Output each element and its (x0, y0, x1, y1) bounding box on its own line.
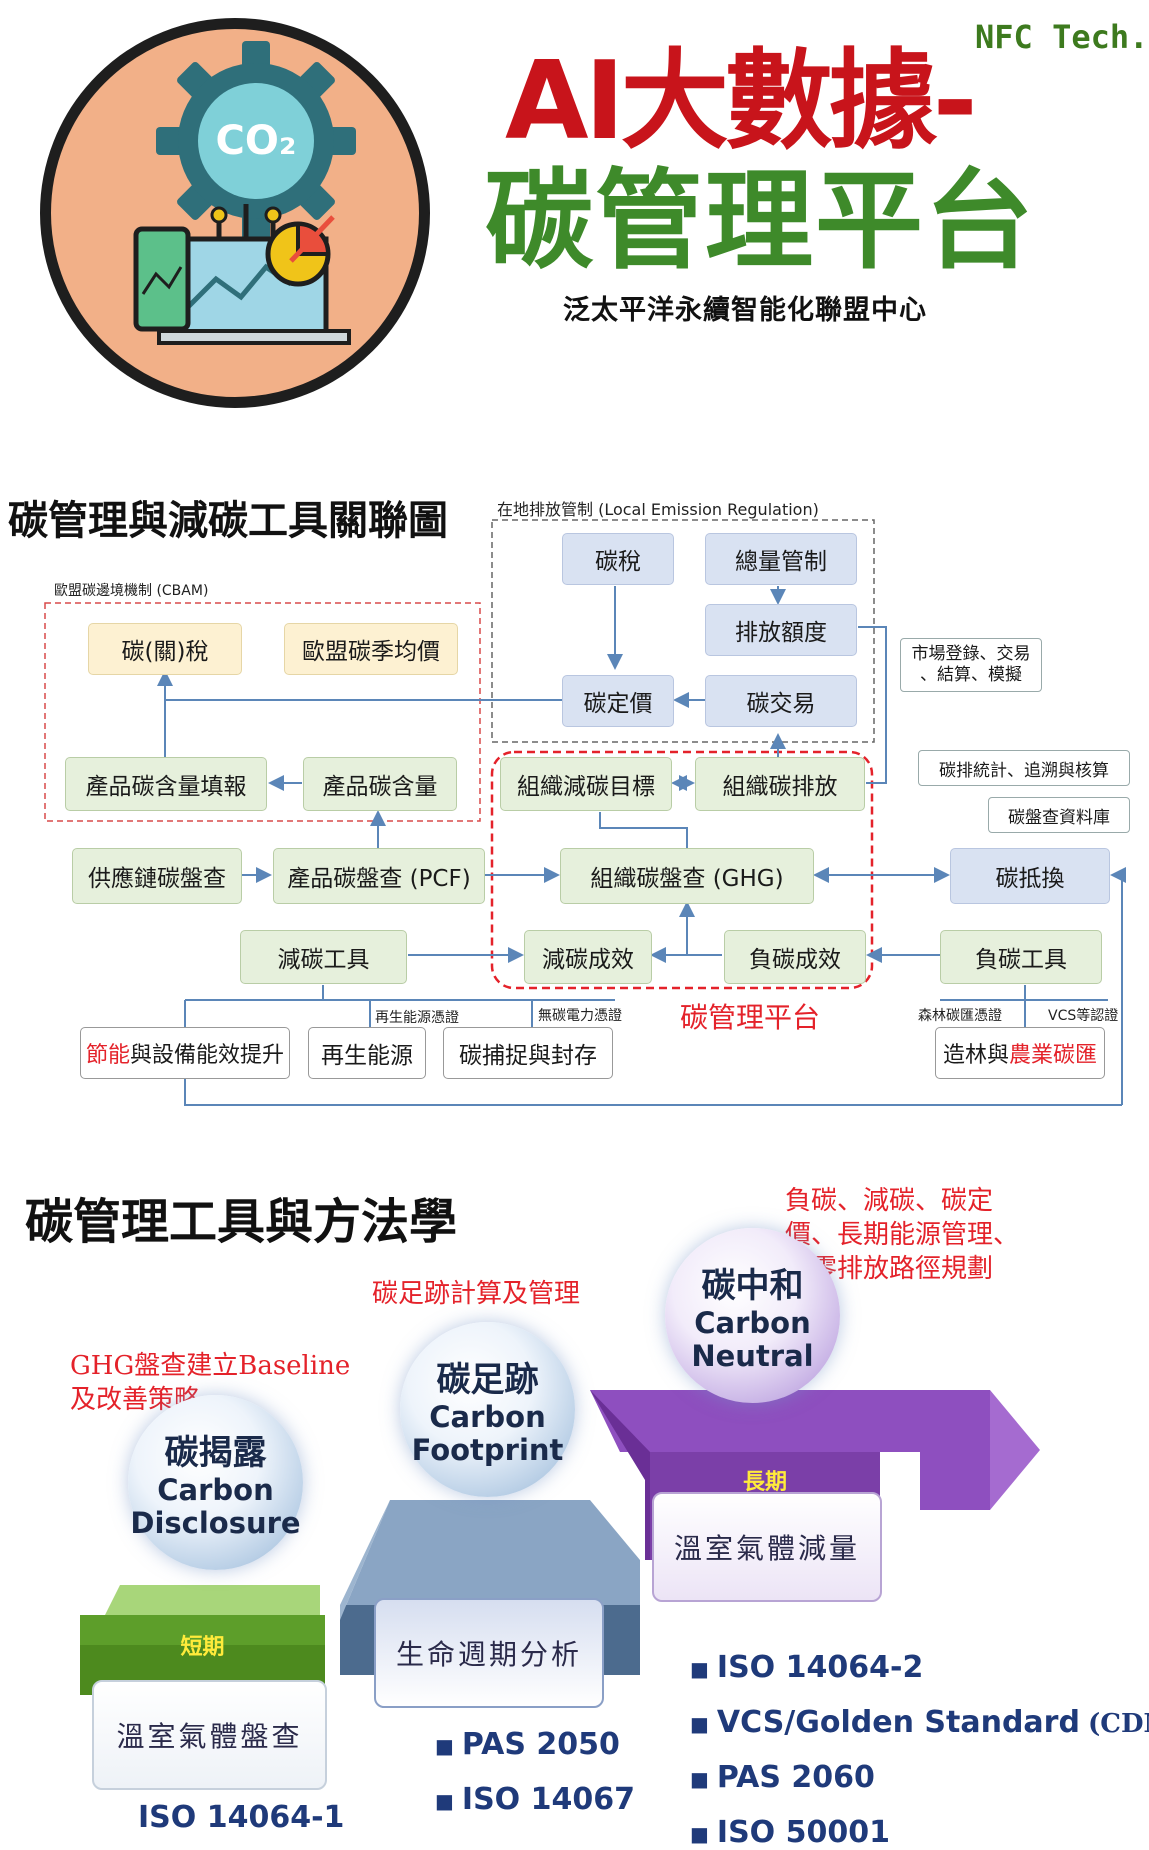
stage-long-en2: Neutral (691, 1339, 814, 1373)
bullet-icon: ■ (435, 1788, 454, 1813)
note-left-line-1: GHG盤查建立Baseline (70, 1351, 351, 1381)
market-note-line-2: 、結算、模擬 (920, 665, 1022, 685)
iso-mid-2-text: ISO 14067 (461, 1782, 635, 1817)
node-negative-effect: 負碳成效 (724, 930, 866, 984)
diagram-title: 碳管理與減碳工具關聯圖 (8, 498, 448, 544)
renewable-cert-label: 再生能源憑證 (375, 1010, 459, 1026)
bullet-icon: ■ (435, 1733, 454, 1758)
note-mid: 碳足跡計算及管理 (372, 1279, 581, 1309)
efficiency-red-text: 節能 (85, 1043, 130, 1068)
iso-long-3-text: PAS 2060 (716, 1760, 875, 1795)
stage-mid-en1: Carbon (429, 1399, 546, 1434)
iso-long-2-text: VCS/Golden Standard (716, 1705, 1080, 1740)
iso-short: ISO 14064-1 (138, 1800, 345, 1835)
bullet-icon: ■ (690, 1656, 709, 1681)
node-eu-price: 歐盟碳季均價 (284, 623, 458, 675)
note-right-line-2: 價、長期能源管理、 (785, 1219, 1020, 1250)
market-note-line-1: 市場登錄、交易 (911, 643, 1031, 664)
node-org-emission: 組織碳排放 (695, 757, 865, 811)
panel-ghg-reduction: 溫室氣體減量 (652, 1492, 882, 1602)
stage-long-en1: Carbon (694, 1305, 811, 1340)
sphere-carbon-footprint: 碳足跡 Carbon Footprint (400, 1322, 575, 1497)
cbam-label: 歐盟碳邊境機制 (CBAM) (54, 583, 209, 599)
subtitle: 泛太平洋永續智能化聯盟中心 (563, 295, 927, 326)
stage-mid-zh: 碳足跡 (436, 1359, 539, 1400)
note-right: 負碳、減碳、碳定 價、長期能源管理、 淨零排放路徑規劃 (785, 1185, 1019, 1286)
node-reduction-effect: 減碳成效 (524, 930, 652, 984)
vcs-cert-label: VCS等認證 (1048, 1008, 1119, 1024)
db-note: 碳盤查資料庫 (988, 797, 1130, 833)
forest-cert-label: 森林碳匯憑證 (918, 1008, 1002, 1024)
node-org-target: 組織減碳目標 (500, 757, 672, 811)
node-emission-quota: 排放額度 (705, 604, 857, 656)
iso-long-2: ■ VCS/Golden Standard(CDM) (690, 1705, 1149, 1740)
node-product-report: 產品碳含量填報 (65, 757, 267, 811)
title-line-1: AI大數據- (505, 39, 978, 164)
node-carbon-trading: 碳交易 (705, 675, 857, 727)
iso-mid-1-text: PAS 2050 (461, 1727, 620, 1762)
stats-note: 碳排統計、追溯與核算 (918, 750, 1130, 786)
node-forest: 造林與農業碳匯 (935, 1027, 1105, 1079)
efficiency-text: 與設備能效提升 (130, 1043, 285, 1068)
iso-long-1: ■ ISO 14064-2 (690, 1650, 923, 1685)
co2-text: CO₂ (216, 118, 297, 164)
node-negative-tools: 負碳工具 (940, 930, 1102, 984)
node-carbon-tax: 碳稅 (562, 533, 674, 585)
logo-circle: CO₂ (40, 18, 430, 408)
panel-lca: 生命週期分析 (374, 1598, 604, 1708)
note-right-line-1: 負碳、減碳、碳定 (785, 1186, 994, 1216)
node-supply-chain: 供應鏈碳盤查 (72, 848, 242, 904)
node-efficiency: 節能與設備能效提升 (80, 1027, 290, 1079)
iso-long-2-suffix: (CDM) (1087, 1709, 1149, 1739)
market-note: 市場登錄、交易 、結算、模擬 (900, 638, 1042, 692)
green-power-cert-label: 無碳電力憑證 (538, 1008, 622, 1024)
forest-prefix-text: 造林與 (942, 1043, 1009, 1068)
co2-gear-laptop-icon: CO₂ (133, 41, 356, 345)
node-carbon-pricing: 碳定價 (562, 675, 674, 727)
methods-title: 碳管理工具與方法學 (25, 1194, 458, 1250)
note-left: GHG盤查建立Baseline 及改善策略 (70, 1350, 350, 1418)
node-cap-control: 總量管制 (705, 533, 857, 585)
forest-red-text: 農業碳匯 (1009, 1043, 1098, 1068)
stage-short-en1: Carbon (157, 1472, 274, 1507)
panel-ghg-inventory: 溫室氣體盤查 (92, 1680, 327, 1790)
local-regulation-label: 在地排放管制 (Local Emission Regulation) (497, 500, 819, 519)
iso-long-4: ■ ISO 50001 (690, 1815, 890, 1850)
stage-mid-en2: Footprint (411, 1433, 564, 1467)
node-offset: 碳抵換 (950, 848, 1110, 904)
iso-long-1-text: ISO 14064-2 (716, 1650, 924, 1685)
term-long: 長期 (742, 1469, 787, 1495)
node-ghg: 組織碳盤查 (GHG) (560, 848, 814, 904)
stage-short-zh: 碳揭露 (164, 1432, 267, 1473)
term-short: 短期 (180, 1634, 225, 1660)
iso-long-3: ■ PAS 2060 (690, 1760, 875, 1795)
bullet-icon: ■ (690, 1821, 709, 1846)
node-reduction-tools: 減碳工具 (240, 930, 407, 984)
sphere-carbon-disclosure: 碳揭露 Carbon Disclosure (128, 1395, 303, 1570)
node-product-content: 產品碳含量 (303, 757, 457, 811)
iso-mid-2: ■ ISO 14067 (435, 1782, 635, 1817)
iso-long-4-text: ISO 50001 (716, 1815, 890, 1850)
node-border-tax: 碳(關)稅 (88, 623, 242, 675)
node-renewable: 再生能源 (308, 1027, 426, 1079)
node-pcf: 產品碳盤查 (PCF) (273, 848, 485, 904)
title-line-2: 碳管理平台 (485, 159, 1036, 284)
brand-label: NFC Tech. (975, 18, 1149, 56)
sphere-carbon-neutral: 碳中和 Carbon Neutral (665, 1228, 840, 1403)
node-ccs: 碳捕捉與封存 (443, 1027, 613, 1079)
bullet-icon: ■ (690, 1766, 709, 1791)
stage-short-en2: Disclosure (130, 1506, 301, 1540)
platform-label: 碳管理平台 (680, 1001, 821, 1034)
iso-mid-1: ■ PAS 2050 (435, 1727, 620, 1762)
bullet-icon: ■ (690, 1711, 709, 1736)
stage-long-zh: 碳中和 (701, 1265, 804, 1306)
